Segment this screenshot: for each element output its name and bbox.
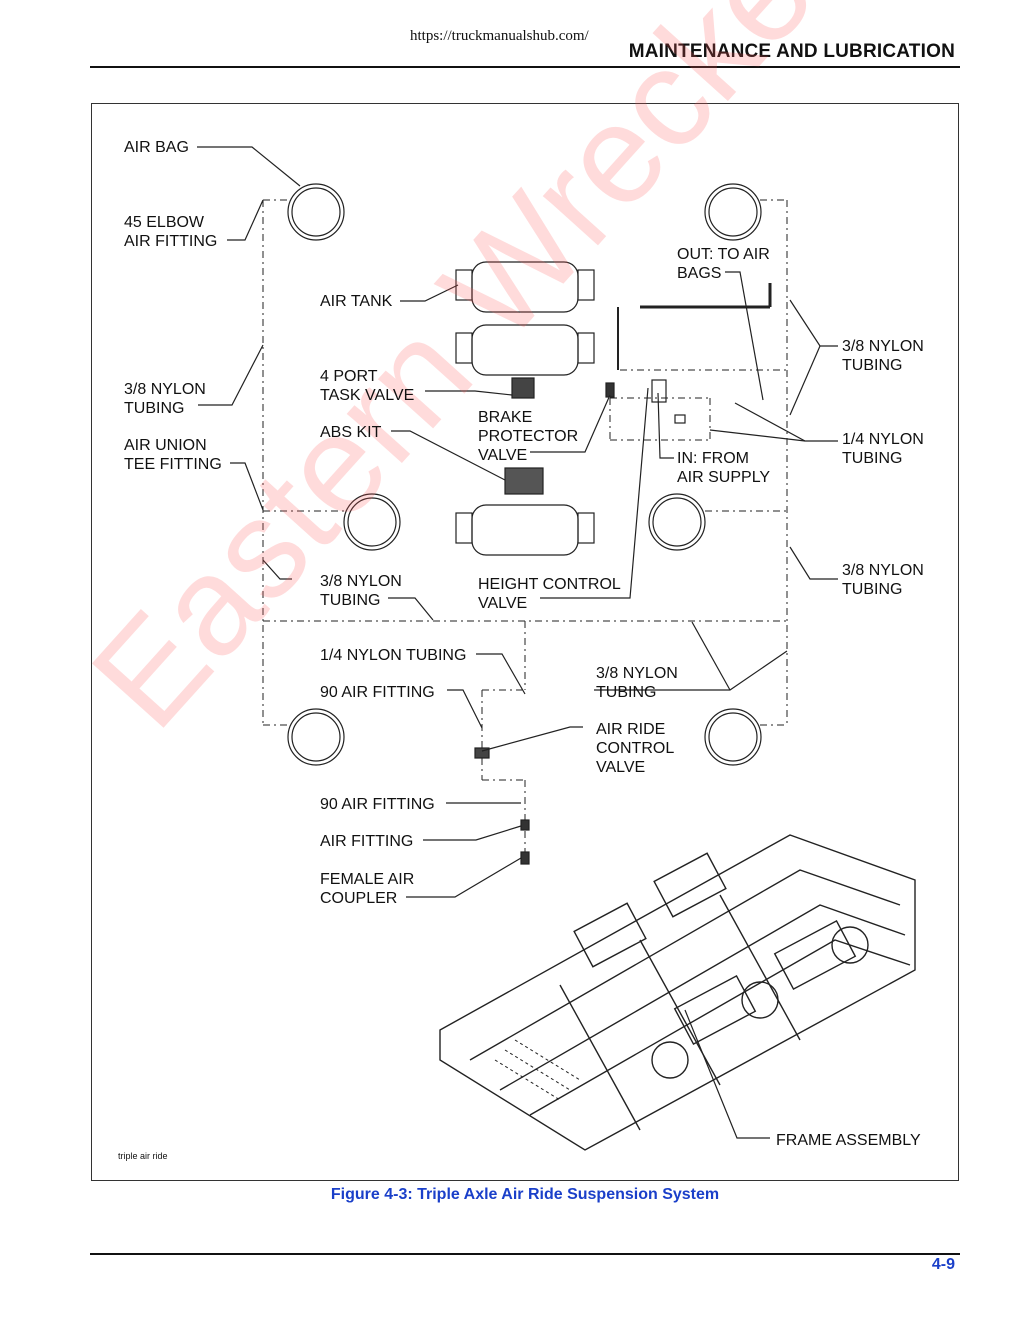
label-line: TUBING: [596, 684, 657, 701]
file-tag: triple air ride: [118, 1151, 168, 1161]
label-brake-protector-valve: BRAKE PROTECTOR VALVE: [478, 408, 578, 465]
label-line: TUBING: [124, 400, 185, 417]
label-in-from-air-supply: IN: FROM AIR SUPPLY: [677, 449, 770, 487]
label-45-elbow: 45 ELBOW AIR FITTING: [124, 213, 217, 251]
label-line: AIR UNION: [124, 437, 207, 454]
label-air-ride-control-valve: AIR RIDE CONTROL VALVE: [596, 720, 674, 777]
label-line: VALVE: [478, 447, 528, 464]
label-line: TUBING: [842, 581, 903, 598]
label-line: 3/8 NYLON: [124, 381, 206, 398]
label-3-8-nylon-top-right: 3/8 NYLON TUBING: [842, 337, 924, 375]
label-line: 1/4 NYLON: [842, 431, 924, 448]
label-line: BRAKE: [478, 409, 533, 426]
header-rule: [90, 66, 960, 68]
source-url: https://truckmanualshub.com/: [410, 28, 589, 44]
label-line: PROTECTOR: [478, 428, 579, 445]
label-line: HEIGHT CONTROL: [478, 576, 621, 593]
air-bag-shapes: [287, 183, 762, 766]
label-air-tank: AIR TANK: [320, 293, 393, 310]
label-out-to-air-bags: OUT: TO AIR BAGS: [677, 245, 770, 283]
label-line: AIR FITTING: [124, 233, 218, 250]
label-frame-assembly: FRAME ASSEMBLY: [776, 1132, 921, 1149]
label-3-8-nylon-left: 3/8 NYLON TUBING: [124, 380, 206, 418]
figure-frame: [91, 103, 959, 1181]
label-line: 3/8 NYLON: [320, 573, 402, 590]
label-line: AIR RIDE: [596, 721, 666, 738]
figure-caption: Figure 4-3: Triple Axle Air Ride Suspens…: [330, 1186, 720, 1203]
label-90-air-fitting-2: 90 AIR FITTING: [320, 796, 435, 813]
label-line: AIR SUPPLY: [677, 469, 771, 486]
label-height-control-valve: HEIGHT CONTROL VALVE: [478, 575, 621, 613]
label-line: COUPLER: [320, 890, 398, 907]
air-tank-shapes: [455, 261, 595, 556]
label-line: FEMALE AIR: [320, 871, 415, 888]
label-line: CONTROL: [596, 740, 675, 757]
label-line: 45 ELBOW: [124, 214, 205, 231]
footer-rule: [90, 1253, 960, 1255]
label-line: TASK VALVE: [320, 387, 415, 404]
label-abs-kit: ABS KIT: [320, 424, 382, 441]
label-air-bag: AIR BAG: [124, 139, 189, 156]
label-1-4-nylon-tubing: 1/4 NYLON TUBING: [320, 647, 467, 664]
label-line: OUT: TO AIR: [677, 246, 770, 263]
page-number: 4-9: [931, 1256, 955, 1273]
label-3-8-nylon-mid: 3/8 NYLON TUBING: [320, 572, 402, 610]
label-line: 3/8 NYLON: [596, 665, 678, 682]
label-90-air-fitting-1: 90 AIR FITTING: [320, 684, 435, 701]
section-title: MAINTENANCE AND LUBRICATION: [628, 41, 955, 62]
label-line: 3/8 NYLON: [842, 562, 924, 579]
label-3-8-nylon-right: 3/8 NYLON TUBING: [842, 561, 924, 599]
label-line: TUBING: [842, 450, 903, 467]
label-air-union-tee: AIR UNION TEE FITTING: [124, 436, 222, 474]
label-line: VALVE: [596, 759, 646, 776]
frame-assembly-shape: [439, 834, 916, 1151]
label-line: TUBING: [320, 592, 381, 609]
label-1-4-nylon-right: 1/4 NYLON TUBING: [842, 430, 924, 468]
label-line: TEE FITTING: [124, 456, 222, 473]
label-air-fitting: AIR FITTING: [320, 833, 414, 850]
label-line: 3/8 NYLON: [842, 338, 924, 355]
label-line: VALVE: [478, 595, 528, 612]
label-4-port-task-valve: 4 PORT TASK VALVE: [320, 367, 414, 405]
label-line: IN: FROM: [677, 450, 749, 467]
label-line: 4 PORT: [320, 368, 378, 385]
label-line: TUBING: [842, 357, 903, 374]
label-3-8-nylon-bottom: 3/8 NYLON TUBING: [596, 664, 678, 702]
label-line: BAGS: [677, 265, 722, 282]
label-female-air-coupler: FEMALE AIR COUPLER: [320, 870, 414, 908]
